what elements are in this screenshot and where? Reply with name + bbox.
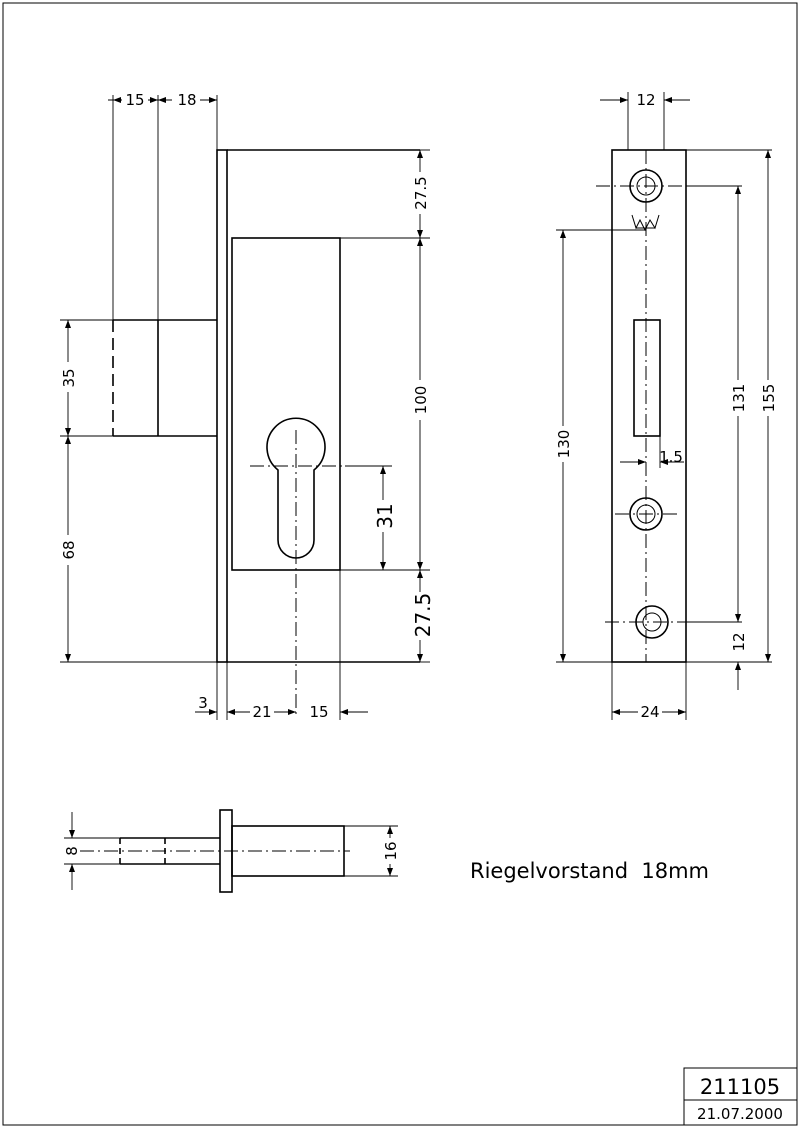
front-dimensions: 15 18 35 68 27.5 100 27.5 xyxy=(58,91,435,721)
dim-bottom-3: 3 xyxy=(198,694,208,712)
drawing-date: 21.07.2000 xyxy=(697,1105,783,1123)
dim-bottom-15: 15 xyxy=(309,703,328,721)
note-text: Riegelvorstand 18mm xyxy=(470,859,709,883)
dim-right-27-5-bottom: 27.5 xyxy=(411,593,435,638)
bolt xyxy=(112,319,217,437)
side-faceplate xyxy=(611,149,687,663)
front-view xyxy=(112,149,422,715)
bolt-detail: 8 16 xyxy=(63,809,400,893)
side-view xyxy=(596,149,700,663)
dim-side-1-5: 1.5 xyxy=(659,448,683,466)
dim-left-35: 35 xyxy=(60,368,78,387)
dim-side-24: 24 xyxy=(640,703,659,721)
side-dimensions: 12 131 155 12 130 1.5 xyxy=(553,91,778,721)
dim-bottom-21: 21 xyxy=(252,703,271,721)
bolt-slot xyxy=(633,319,661,437)
dim-bolt-8: 8 xyxy=(63,846,81,856)
keyhole xyxy=(266,417,326,559)
dim-side-12-top: 12 xyxy=(636,91,655,109)
dim-right-27-5-top: 27.5 xyxy=(412,176,430,209)
dim-side-155: 155 xyxy=(760,384,778,413)
dim-left-68: 68 xyxy=(60,540,78,559)
dim-top-15: 15 xyxy=(125,91,144,109)
case-cutout xyxy=(231,237,341,571)
dim-side-12-bottom: 12 xyxy=(730,632,748,651)
dim-31: 31 xyxy=(373,503,397,528)
lock-case xyxy=(227,150,422,662)
dim-side-131: 131 xyxy=(730,384,748,413)
title-block: 211105 21.07.2000 xyxy=(683,1067,798,1126)
dim-bolt-16: 16 xyxy=(382,841,400,860)
dim-right-100: 100 xyxy=(412,386,430,415)
faceplate xyxy=(216,149,228,663)
dim-top-18: 18 xyxy=(177,91,196,109)
dim-side-130: 130 xyxy=(555,430,573,459)
drawing-number: 211105 xyxy=(700,1075,780,1099)
